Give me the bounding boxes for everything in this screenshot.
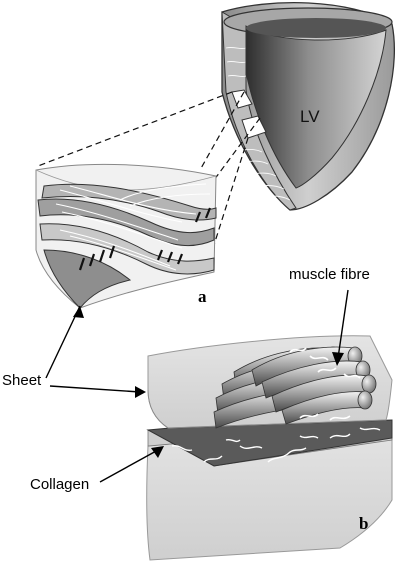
cleavage-plane-ticks <box>78 207 212 271</box>
collagen-strands-upper <box>289 347 361 421</box>
arrow-sheet-to-panel-b <box>49 385 146 398</box>
arrow-muscle-fibre <box>332 289 349 366</box>
fibre-direction-lines <box>55 183 211 271</box>
collagen-strands-lower <box>171 427 381 463</box>
panel-a-tissue-block <box>35 163 217 309</box>
sheet-layer-lower <box>43 249 132 309</box>
wall-fibre-lines <box>225 46 291 201</box>
collagen-strip <box>146 419 393 467</box>
cavity-opening <box>246 18 386 38</box>
muscle-fibre-bundle <box>213 346 377 429</box>
lv-cavity <box>245 25 387 189</box>
collagen-label: Collagen <box>30 476 90 493</box>
lv-label: LV <box>300 107 320 126</box>
annotation-arrows <box>45 289 349 483</box>
panel-b-sheets <box>146 335 393 561</box>
heart-lv-cutaway <box>221 2 395 211</box>
sheet-layer-middle <box>39 223 215 275</box>
arrow-sheet-to-panel-a <box>45 305 84 379</box>
sheet-label: Sheet <box>2 372 42 389</box>
muscle-fibre-label: muscle fibre <box>289 266 370 283</box>
arrow-collagen <box>99 446 164 483</box>
panel-b-label: b <box>359 514 369 533</box>
heart-cut-face <box>221 11 297 211</box>
panel-a-label: a <box>198 287 207 306</box>
